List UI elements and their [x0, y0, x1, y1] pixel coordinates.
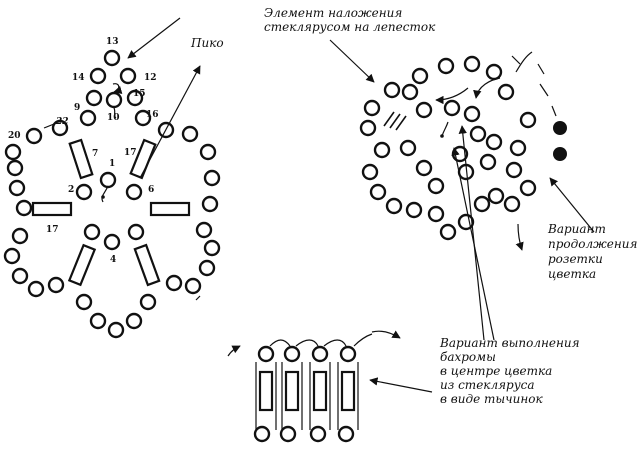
bugle-bead-3 [67, 243, 97, 287]
petal-loop-upper-left [4, 119, 69, 217]
overlay-left-loop [359, 99, 433, 219]
bugle-bead-6 [149, 201, 191, 217]
center-beads [75, 171, 145, 251]
fringe-bugles [258, 370, 356, 412]
petal-loop-upper-right [157, 121, 221, 213]
arrow-fringe-2 [451, 147, 495, 341]
label-piko: Пико [191, 36, 224, 50]
arrow-to-picot [127, 17, 181, 59]
flower-rosette: 13 14 12 15 9 10 16 22 20 7 17 1 2 6 17 … [3, 37, 221, 339]
picot-beads [89, 49, 137, 85]
step-number-16: 17 [124, 148, 137, 158]
petal-loop-lower-right [165, 221, 221, 295]
step-number-1: 1 [109, 159, 115, 169]
fringe-bottom-beads [253, 425, 355, 443]
step-number-4: 4 [110, 255, 116, 265]
step-number-13: 14 [72, 73, 85, 83]
step-number-17: 17 [46, 225, 59, 235]
overlay-center-loop [443, 99, 503, 181]
overlay-top-loop [383, 55, 503, 101]
arrow-picot-direction [139, 65, 201, 179]
overlay-bottom-loop [415, 159, 491, 241]
bugle-bead-17 [31, 201, 73, 217]
arrow-fringe-1 [458, 125, 485, 341]
petal-loop-bottom [75, 293, 157, 339]
step-number-22: 22 [55, 117, 69, 127]
overlay-right-loop [487, 83, 537, 213]
step-number-10: 10 [107, 113, 120, 123]
step-number-9: 9 [74, 103, 80, 113]
overlay-element-flower [359, 51, 567, 251]
stamen-fringe [227, 330, 401, 443]
step-number-14: 15 [133, 89, 146, 99]
label-fringe-variant: Вариант выполнения бахромы в центре цвет… [440, 336, 580, 406]
arrow-fringe-3 [369, 377, 433, 393]
bugle-bead-5 [133, 243, 161, 287]
step-number-6: 6 [148, 185, 154, 195]
label-continuation-variant: Вариант продолжения розетки цветка [548, 222, 638, 281]
step-number-2: 2 [68, 185, 74, 195]
label-overlay-element: Элемент наложения стеклярусом на лепесто… [264, 6, 436, 34]
step-number-7: 7 [92, 149, 98, 159]
step-number-12: 13 [106, 37, 119, 47]
step-number-20: 20 [8, 131, 21, 141]
step-number-15: 16 [146, 110, 159, 120]
arrow-continuation [549, 177, 595, 233]
petal-loop-lower-left [3, 227, 65, 298]
fringe-top-beads [257, 345, 357, 363]
top-loop [79, 89, 152, 127]
bugle-bead-7 [68, 138, 94, 180]
arrow-to-overlay [329, 39, 375, 83]
bugle-hatch-marks [383, 111, 407, 131]
step-number-11: 12 [144, 73, 157, 83]
bugle-beads [31, 138, 191, 287]
black-bead-lower [553, 147, 567, 161]
black-bead-upper [553, 121, 567, 135]
